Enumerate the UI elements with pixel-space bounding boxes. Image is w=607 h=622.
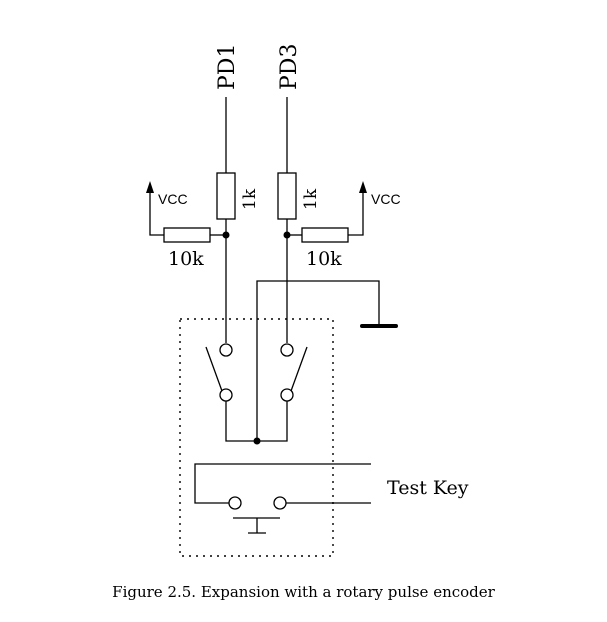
switch-b-contact-bottom (280, 388, 294, 402)
wire-vcc-left (149, 192, 164, 236)
switch-b-lever (290, 346, 308, 392)
switch-a-lever (205, 346, 223, 392)
wire-test-key-top (194, 463, 371, 504)
label-vcc-left: VCC (158, 191, 188, 207)
label-test-key: Test Key (387, 477, 469, 499)
test-key-contact-left (228, 496, 242, 510)
label-pd3: PD3 (277, 44, 302, 90)
resistor-10k-right (301, 227, 349, 243)
label-pd1: PD1 (215, 44, 240, 90)
vcc-arrow-left-icon (146, 181, 154, 193)
label-10k-right: 10k (306, 248, 342, 270)
switch-a-contact-bottom (219, 388, 233, 402)
wire-vcc-right (348, 192, 364, 236)
wire-ground (256, 280, 380, 441)
junction-common (253, 437, 261, 445)
resistor-1k-left (216, 172, 236, 220)
switch-a-contact-top (219, 343, 233, 357)
label-10k-left: 10k (168, 248, 204, 270)
label-1k-left: 1k (240, 188, 260, 210)
figure-caption: Figure 2.5. Expansion with a rotary puls… (112, 583, 495, 601)
switch-b-contact-top (280, 343, 294, 357)
label-vcc-right: VCC (371, 191, 401, 207)
resistor-1k-right (277, 172, 297, 220)
vcc-arrow-right-icon (359, 181, 367, 193)
label-1k-right: 1k (301, 188, 321, 210)
test-key-contact-right (273, 496, 287, 510)
resistor-10k-left (163, 227, 211, 243)
